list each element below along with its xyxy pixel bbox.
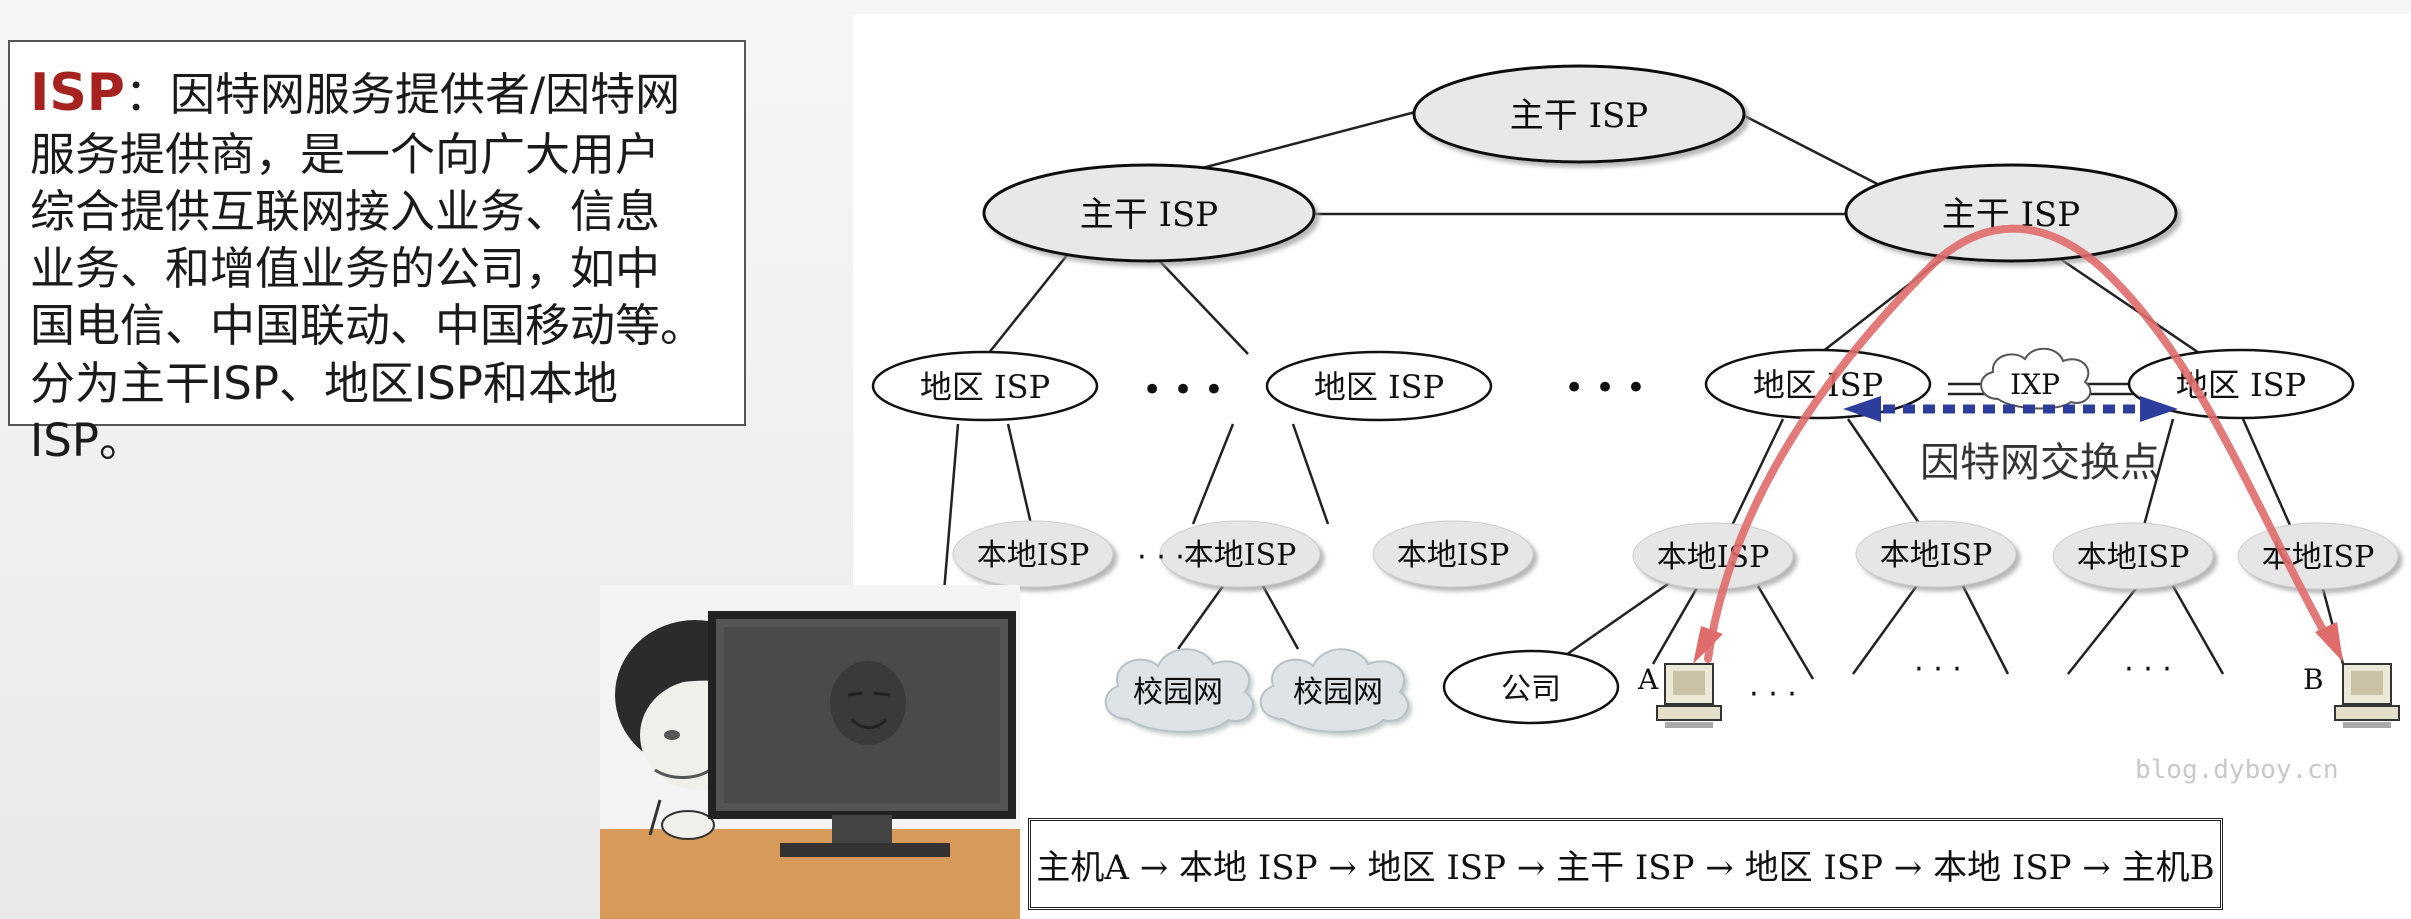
- ixp-cloud: IXP: [1980, 347, 2092, 410]
- local-isp-3: 本地ISP: [1372, 520, 1534, 588]
- local-isp-nodes: 本地ISP 本地ISP 本地ISP 本地ISP 本地ISP 本地ISP 本地IS…: [952, 520, 2399, 590]
- local-isp-5: 本地ISP: [1855, 520, 2017, 588]
- route-arrowhead-b: [2315, 622, 2343, 662]
- campus-network-2-label: 校园网: [1293, 675, 1383, 710]
- local-isp-4: 本地ISP: [1632, 522, 1794, 590]
- local-isp-6: 本地ISP: [2052, 522, 2214, 590]
- route-arrowhead-a: [1693, 626, 1723, 664]
- ellipsis-local-1: · · ·: [1137, 540, 1185, 575]
- ellipsis-hosts-3: · · ·: [2124, 652, 2172, 687]
- diagram-canvas: 主干 ISP 主干 ISP 主干 ISP 地区 ISP 地区 ISP 地区 IS…: [871, 64, 2400, 733]
- host-b-computer-icon: [2334, 663, 2400, 728]
- local-isp-5-label: 本地ISP: [1880, 538, 1993, 573]
- campus-clouds: 校园网 校园网: [1104, 648, 1410, 733]
- definition-line-5: 国电信、中国联动、中国移动等。: [30, 299, 706, 353]
- local-isp-1: 本地ISP: [952, 520, 1114, 588]
- company-label: 公司: [1501, 672, 1561, 707]
- isp-definition-box: ISP：因特网服务提供者/因特网 服务提供商，是一个向广大用户 综合提供互联网接…: [8, 40, 746, 467]
- peeking-meme-illustration: [600, 585, 1020, 919]
- definition-colon: ：: [124, 68, 170, 121]
- isp-hierarchy-diagram: 主干 ISP 主干 ISP 主干 ISP 地区 ISP 地区 ISP 地区 IS…: [853, 14, 2411, 919]
- regional-isp-1: 地区 ISP: [871, 350, 1099, 422]
- local-isp-2-label: 本地ISP: [1184, 538, 1297, 573]
- local-isp-2: 本地ISP: [1159, 520, 1321, 588]
- backbone-isp-left: 主干 ISP: [982, 163, 1316, 263]
- route-summary-text: 主机A → 本地 ISP → 地区 ISP → 主干 ISP → 地区 ISP …: [1036, 847, 2215, 888]
- ellipsis-hosts-1: · · ·: [1749, 677, 1797, 712]
- local-isp-7: 本地ISP: [2237, 522, 2399, 590]
- host-a-computer-icon: [1656, 663, 1722, 728]
- backbone-isp-right: 主干 ISP: [1844, 163, 2178, 263]
- local-isp-1-label: 本地ISP: [977, 538, 1090, 573]
- definition-line-1: ISP：因特网服务提供者/因特网: [30, 60, 724, 126]
- company-node: 公司: [1442, 649, 1620, 725]
- definition-term: ISP: [30, 63, 125, 123]
- local-isp-4-label: 本地ISP: [1657, 540, 1770, 575]
- regional-isp-2: 地区 ISP: [1265, 350, 1493, 422]
- local-isp-3-label: 本地ISP: [1397, 538, 1510, 573]
- backbone-isp-top-label: 主干 ISP: [1510, 96, 1648, 136]
- backbone-isp-left-label: 主干 ISP: [1080, 195, 1218, 235]
- local-isp-6-label: 本地ISP: [2077, 540, 2190, 575]
- ellipsis-hosts-2: · · ·: [1914, 652, 1962, 687]
- definition-line-4: 业务、和增值业务的公司，如中: [30, 242, 661, 296]
- regional-isp-1-label: 地区 ISP: [920, 368, 1050, 406]
- route-path-arrow: [1704, 224, 2332, 663]
- definition-line-2: 服务提供商，是一个向广大用户: [30, 128, 661, 182]
- route-summary-box: 主机A → 本地 ISP → 地区 ISP → 主干 ISP → 地区 ISP …: [1028, 818, 2223, 910]
- ellipsis-regional-1: • • •: [1142, 370, 1224, 410]
- host-a-label: A: [1637, 663, 1659, 696]
- connection-lines: [941, 108, 2345, 680]
- host-b-label: B: [2303, 663, 2324, 696]
- regional-isp-2-label: 地区 ISP: [1314, 368, 1444, 406]
- regional-isp-3: 地区 ISP: [1704, 348, 1932, 420]
- campus-network-1: 校园网: [1104, 648, 1255, 733]
- campus-network-1-label: 校园网: [1133, 675, 1223, 710]
- ixp-exchange-arrow: [1843, 396, 2178, 422]
- exchange-point-label: 因特网交换点: [1920, 440, 2160, 486]
- ixp-label: IXP: [2010, 368, 2060, 401]
- backbone-isp-top: 主干 ISP: [1412, 64, 1746, 164]
- definition-line-3: 综合提供互联网接入业务、信息: [30, 185, 661, 239]
- definition-line-1-text: 因特网服务提供者/因特网: [169, 68, 681, 121]
- ellipsis-regional-2: • • •: [1564, 368, 1646, 408]
- definition-line-6: 分为主干ISP、地区ISP和本地ISP。: [30, 356, 618, 467]
- campus-network-2: 校园网: [1259, 648, 1410, 733]
- watermark: blog.dyboy.cn: [2135, 755, 2339, 785]
